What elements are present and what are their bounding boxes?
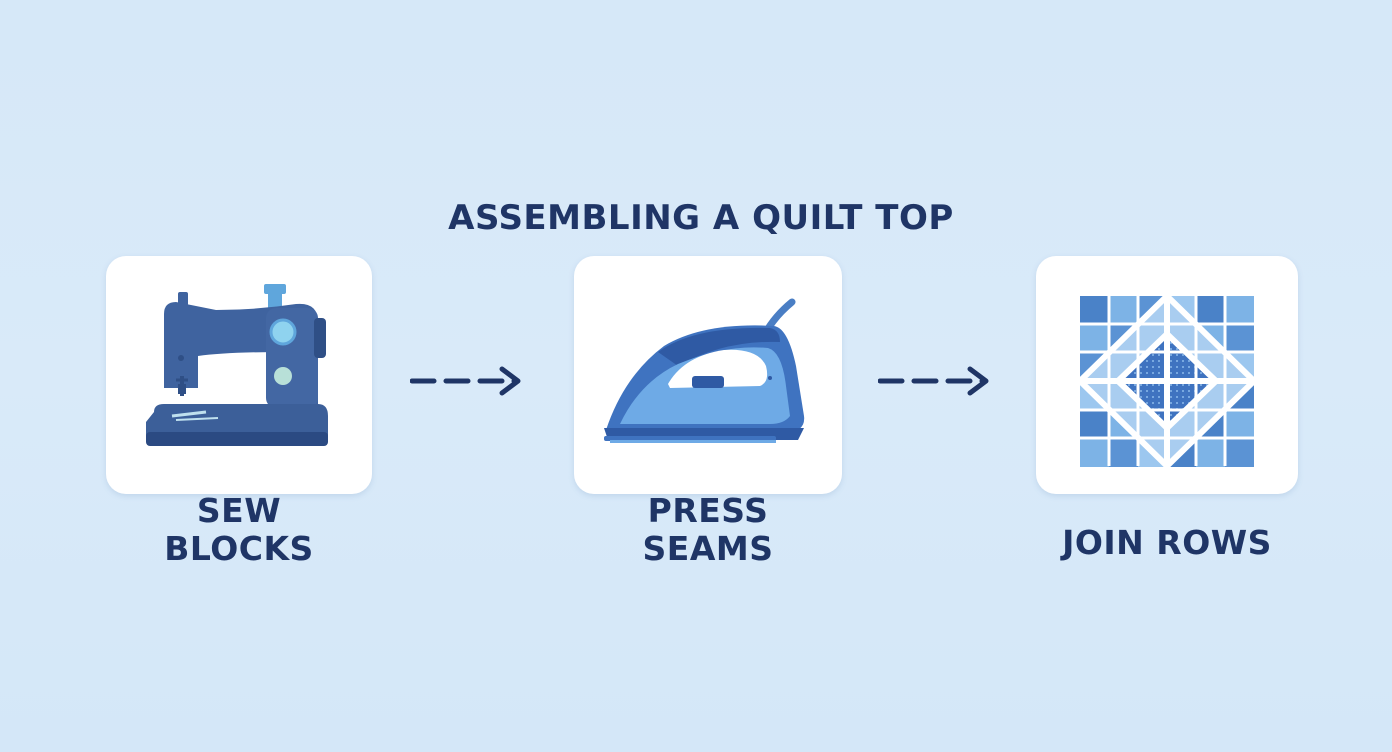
quilt-block-icon	[1075, 291, 1259, 471]
quilt-square	[1196, 438, 1225, 467]
quilt-square	[1109, 296, 1138, 325]
quilt-square	[1225, 324, 1254, 353]
step-card-sew-blocks	[106, 256, 372, 494]
quilt-square	[1080, 324, 1109, 353]
quilt-square	[1109, 438, 1138, 467]
step-card-join-rows	[1036, 256, 1298, 494]
arrow-right-icon	[410, 366, 521, 396]
quilt-square	[1225, 296, 1254, 325]
diagram-title: ASSEMBLING A QUILT TOP	[448, 198, 954, 238]
step-label-join-rows: JOIN ROWS	[1062, 523, 1272, 562]
quilt-square	[1225, 410, 1254, 439]
quilt-square	[1196, 296, 1225, 325]
step-label-press-seams: PRESS SEAMS	[642, 491, 774, 568]
quilt-square	[1225, 438, 1254, 467]
quilt-square	[1080, 438, 1109, 467]
arrow-right-icon	[878, 366, 989, 396]
step-card-press-seams	[574, 256, 842, 494]
quilt-square	[1080, 410, 1109, 439]
iron-icon	[604, 298, 805, 443]
step-label-sew-blocks: SEW BLOCKS	[164, 491, 314, 568]
sewing-machine-icon	[146, 284, 328, 446]
quilt-square	[1080, 296, 1109, 325]
